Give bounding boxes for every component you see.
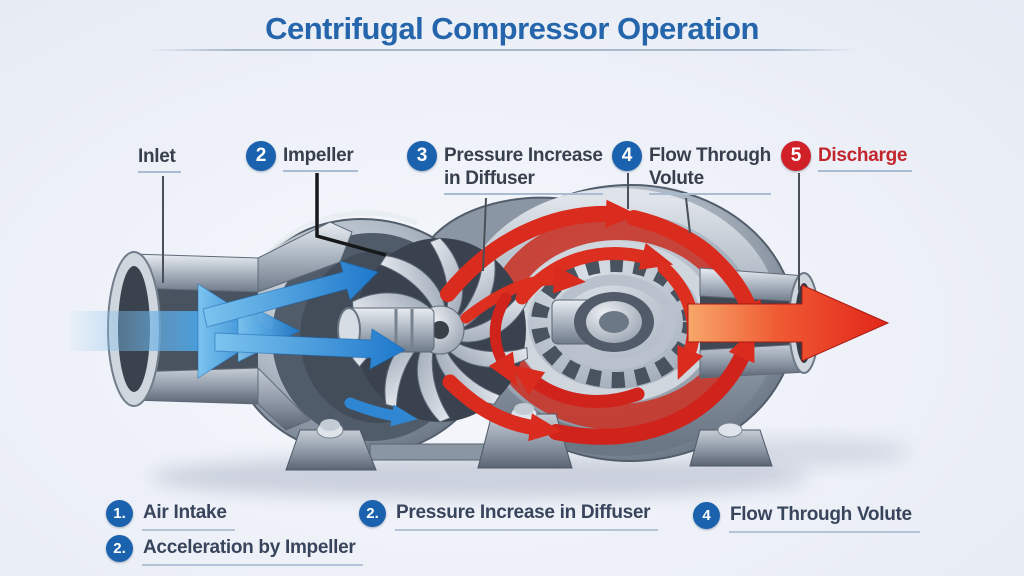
callout-volute: 4 Flow Through Volute	[612, 141, 771, 195]
bolt	[717, 422, 743, 438]
impeller-leader	[315, 173, 387, 257]
callout-diffuser-line2: in Diffuser	[444, 167, 603, 195]
callout-inlet-label: Inlet	[138, 145, 181, 173]
legend-label-flow-volute: Flow Through Volute	[729, 502, 920, 533]
callout-inlet: Inlet	[138, 142, 181, 173]
step-badge-5: 5	[781, 141, 811, 171]
diffuser-leader	[482, 197, 487, 272]
mounting-feet	[285, 403, 773, 471]
legend-badge-1: 1.	[106, 500, 133, 527]
legend-badge-2: 2.	[106, 535, 133, 562]
callout-volute-line2: Volute	[649, 167, 771, 195]
callout-volute-line1: Flow Through	[649, 145, 771, 166]
legend-item-flow-volute: 4 Flow Through Volute	[693, 502, 920, 533]
leader-lines	[162, 173, 800, 291]
callout-discharge-label: Discharge	[818, 144, 913, 172]
legend-label-pressure-increase: Pressure Increase in Diffuser	[395, 500, 659, 531]
callout-discharge: 5 Discharge	[781, 141, 913, 172]
legend-label-air-intake: Air Intake	[142, 500, 235, 531]
legend-item-acceleration: 2. Acceleration by Impeller	[106, 535, 364, 566]
step-badge-4: 4	[612, 141, 642, 171]
legend-item-air-intake: 1. Air Intake	[106, 500, 235, 531]
legend-item-pressure-increase: 2. Pressure Increase in Diffuser	[359, 500, 659, 531]
legend-badge-4: 4	[693, 502, 720, 529]
volute-leader-b	[685, 197, 691, 234]
red-flow-arrows	[440, 199, 761, 445]
legend-label-acceleration: Acceleration by Impeller	[142, 535, 364, 566]
callout-impeller-label: Impeller	[283, 144, 359, 172]
page-title: Centrifugal Compressor Operation	[265, 11, 759, 46]
callout-diffuser-line1: Pressure Increase	[444, 145, 603, 166]
callout-impeller: 2 Impeller	[246, 141, 359, 172]
discharge-arrow	[687, 284, 890, 362]
step-badge-3: 3	[407, 141, 437, 171]
blue-inlet-arrows	[70, 260, 418, 427]
step-badge-2: 2	[246, 141, 276, 171]
callout-diffuser: 3 Pressure Increase in Diffuser	[407, 141, 603, 195]
legend-badge-3: 2.	[359, 500, 386, 527]
title-underline	[148, 49, 856, 51]
